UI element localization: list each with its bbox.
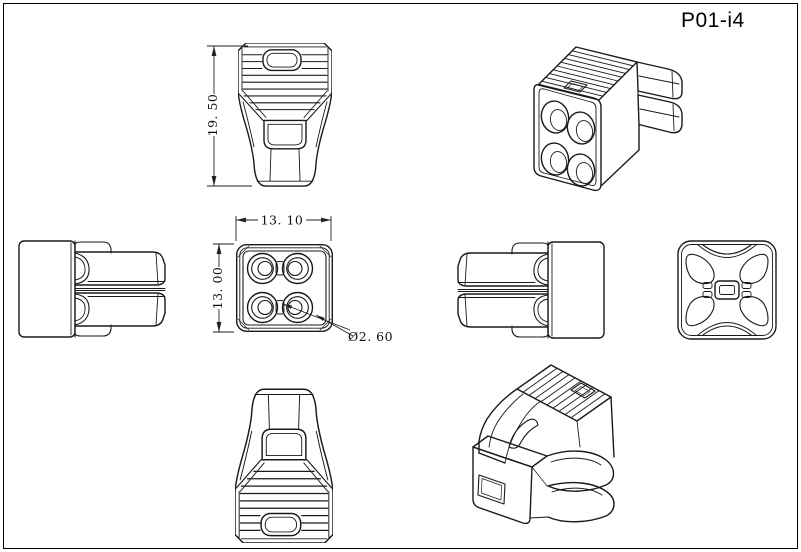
dimension-hole-diameter: Ø2. 60 (282, 303, 393, 344)
dimension-width: 13. 10 (235, 213, 332, 241)
hole-diameter-label: Ø2. 60 (348, 329, 393, 344)
end-view (677, 240, 777, 340)
isometric-view-top (522, 38, 690, 206)
isometric-view-bottom (463, 357, 625, 529)
dimension-depth: 13. 00 (210, 243, 234, 333)
top-view (236, 244, 333, 332)
dimension-height: 19. 50 (205, 45, 252, 187)
height-dimension-label: 19. 50 (205, 94, 220, 137)
drawing-frame (3, 3, 798, 549)
depth-dimension-label: 13. 00 (210, 267, 225, 310)
width-dimension-label: 13. 10 (261, 213, 304, 228)
part-number: P01-i4 (681, 9, 745, 32)
